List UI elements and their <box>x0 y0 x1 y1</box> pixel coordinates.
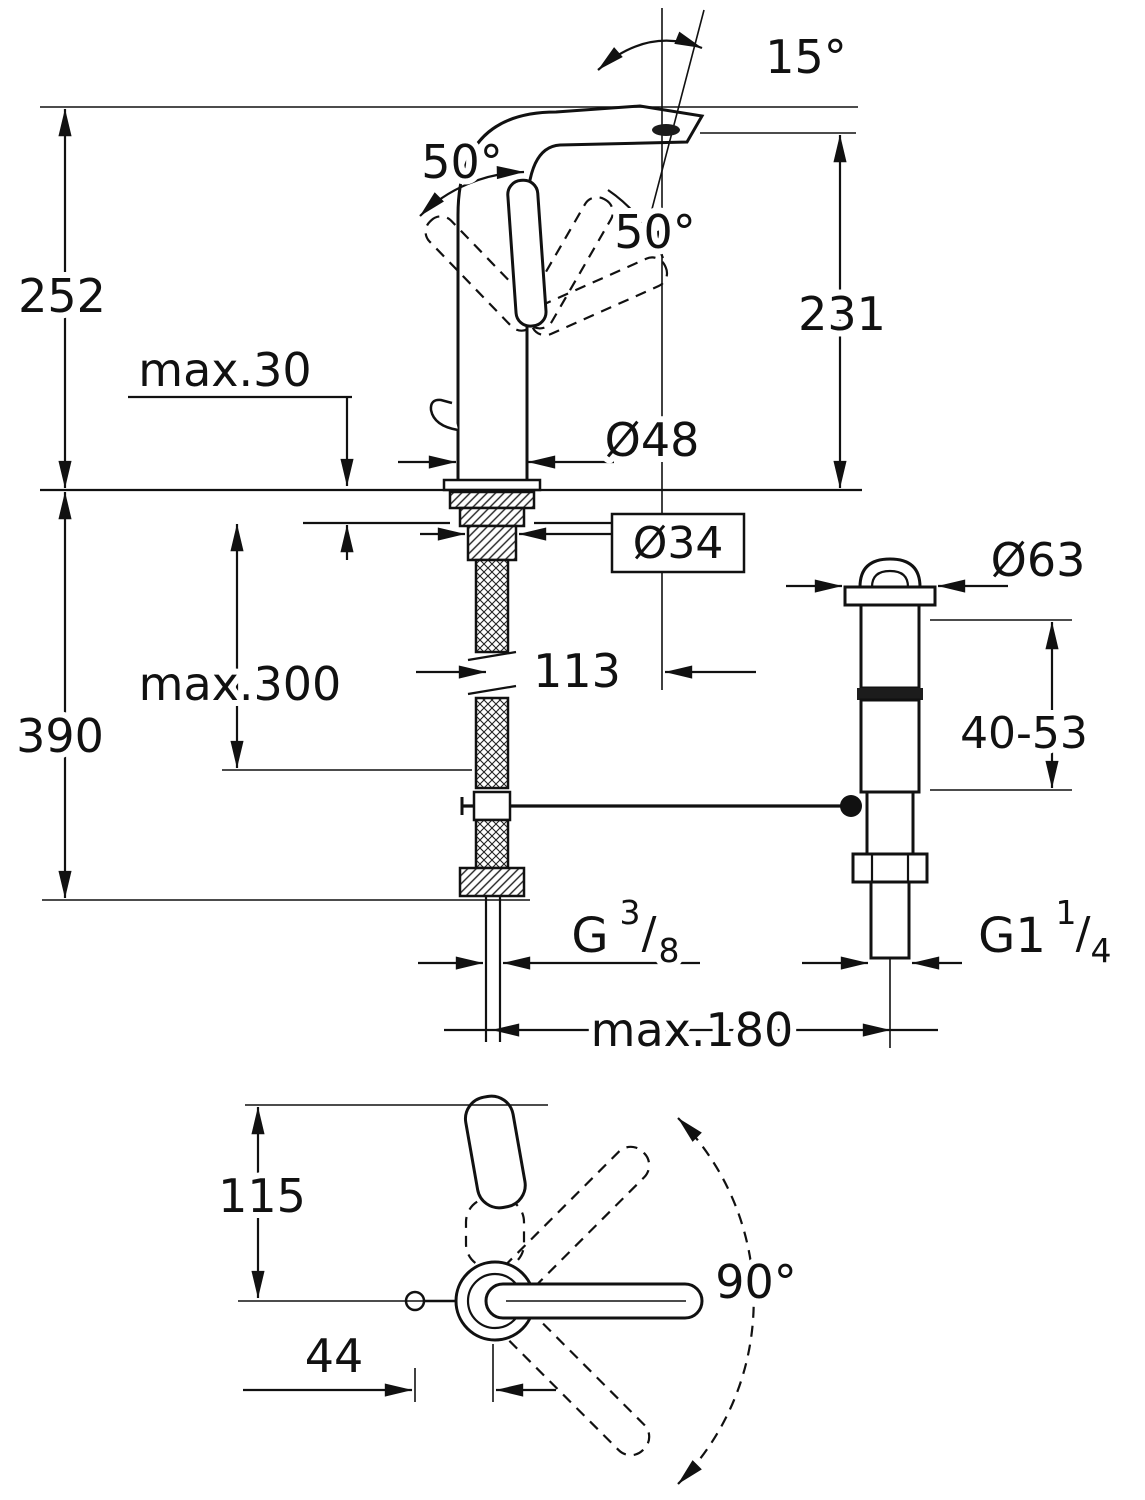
waste-plug-dome-inner <box>870 569 910 588</box>
handle-position-right2-dashed <box>529 256 669 337</box>
label-max300: max.300 <box>139 657 342 711</box>
label-44: 44 <box>305 1329 364 1383</box>
waste-seal-ring <box>857 688 923 700</box>
label-g114-prefix: G1 <box>978 908 1046 964</box>
waste-neck <box>859 603 921 690</box>
label-max180: max.180 <box>591 1003 794 1057</box>
label-g114-denominator: 4 <box>1091 931 1112 970</box>
hose-union-nut <box>458 866 526 898</box>
waste-flange <box>843 585 937 607</box>
faucet-top-view <box>404 1094 755 1485</box>
label-g38-denominator: 8 <box>659 931 680 970</box>
handle-position-left-dashed <box>424 215 539 332</box>
under-deck-assembly <box>448 490 848 1042</box>
label-max30: max.30 <box>138 343 311 397</box>
arc-50deg-right <box>607 189 665 259</box>
label-90deg: 90° <box>715 1255 797 1309</box>
pop-up-waste-assembly <box>840 557 937 1048</box>
label-4053: 40-53 <box>960 708 1088 759</box>
d34-label-box <box>610 512 746 574</box>
label-d34: Ø34 <box>633 518 724 569</box>
label-15deg: 15° <box>765 30 847 84</box>
waste-outlet-pipe <box>869 880 911 960</box>
faucet-side-view <box>424 8 705 690</box>
label-g38-prefix: G <box>571 908 608 964</box>
aerator-outlet <box>652 124 680 136</box>
waste-tailpipe <box>865 790 915 856</box>
label-113: 113 <box>533 644 621 698</box>
rod-ball-joint <box>840 795 862 817</box>
dimension-labels: 15° 50° 50° 252 231 max.30 Ø48 Ø34 max.3… <box>10 24 1117 1389</box>
handle-position-right1-dashed <box>523 196 614 330</box>
hose-break-tick-bottom <box>467 684 517 696</box>
label-g114-numerator: 1 <box>1056 893 1077 932</box>
waste-body <box>859 698 921 794</box>
label-d63: Ø63 <box>991 533 1086 587</box>
popup-rod-knob-side <box>429 398 459 432</box>
mounting-bracket <box>458 506 526 528</box>
supply-hose-middle <box>474 696 510 790</box>
label-115: 115 <box>218 1169 306 1223</box>
dimension-lines <box>40 31 1072 1402</box>
threaded-shank <box>466 524 518 562</box>
label-g114-slash: / <box>1076 908 1091 959</box>
label-231: 231 <box>798 287 886 341</box>
base-escutcheon <box>442 478 542 492</box>
label-252: 252 <box>18 269 106 323</box>
swivel-arc-90 <box>677 1117 755 1485</box>
label-50deg-left: 50° <box>421 135 503 189</box>
waste-plug-dome <box>858 557 922 588</box>
label-g38-numerator: 3 <box>620 893 641 932</box>
label-390: 390 <box>16 709 104 763</box>
label-50deg-right: 50° <box>614 205 696 259</box>
arc-50deg-left <box>419 165 525 217</box>
gasket-washer <box>448 490 536 510</box>
hose-break-tick-top <box>467 650 517 662</box>
supply-hose-lower <box>474 818 510 870</box>
waste-locking-nut <box>851 852 929 884</box>
rod-clamp <box>472 790 512 822</box>
arc-15deg <box>597 31 703 71</box>
label-d48: Ø48 <box>605 413 700 467</box>
label-g38-slash: / <box>642 908 657 959</box>
supply-hose-upper <box>474 558 510 654</box>
spout-top-view <box>463 1094 527 1210</box>
